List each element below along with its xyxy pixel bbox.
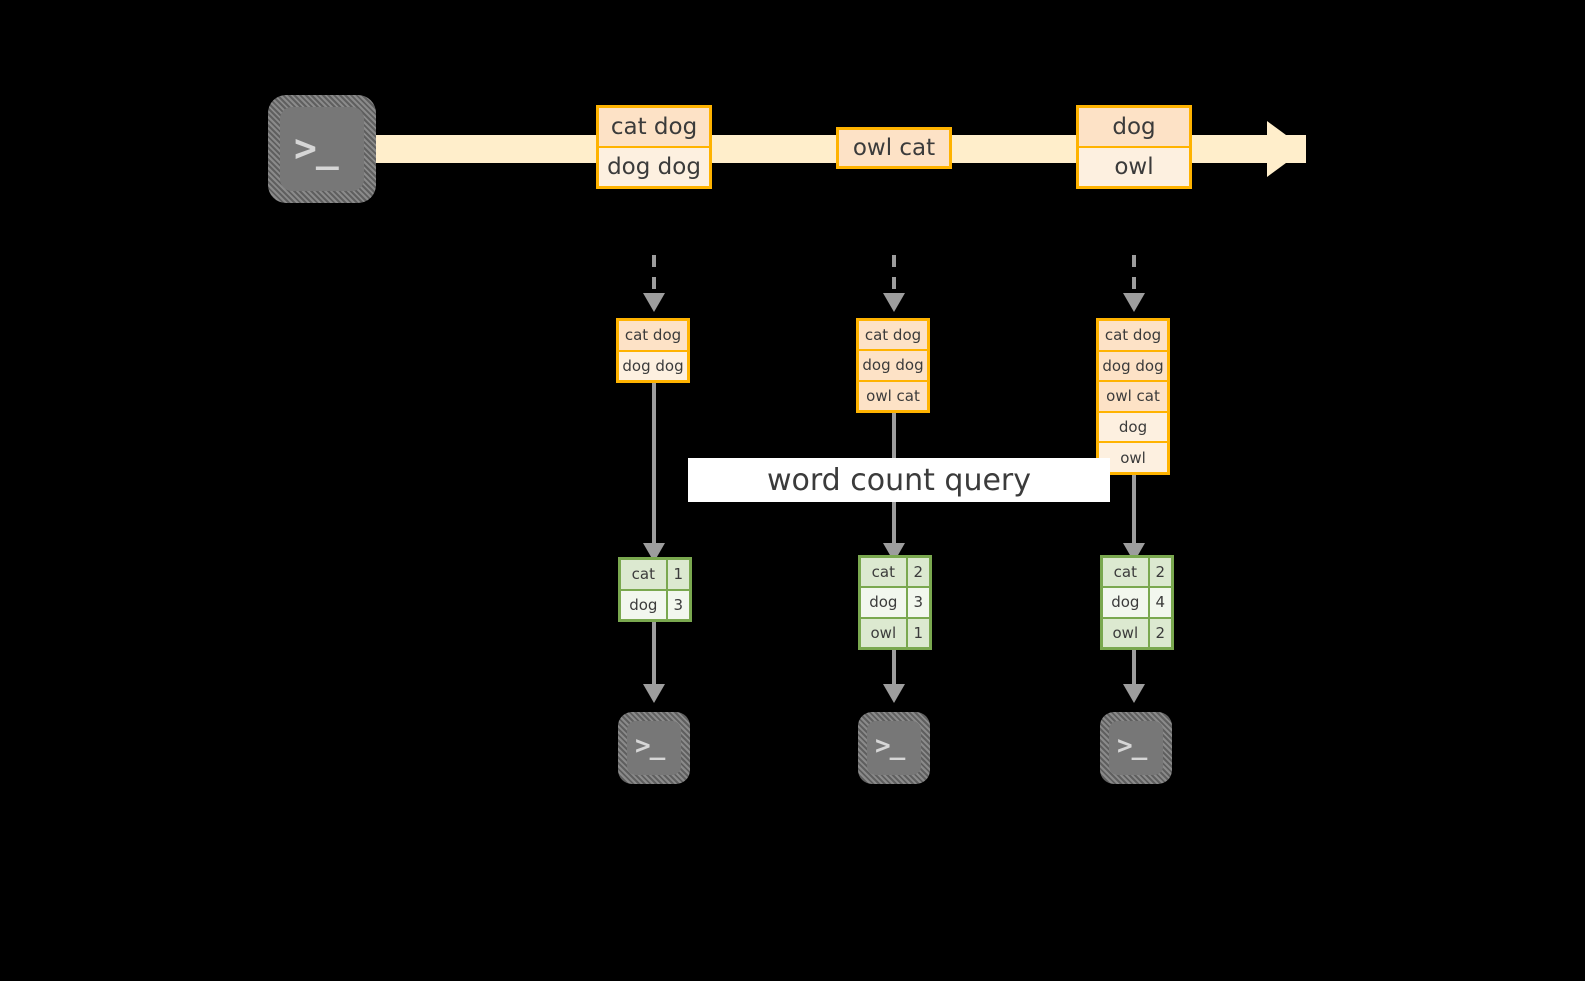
snapshot-line: dog dog <box>619 349 687 380</box>
snapshot-line: dog <box>1099 410 1167 442</box>
stream-to-snapshot-connector-3 <box>1132 255 1136 295</box>
result-row: cat 2 <box>861 558 929 587</box>
snapshot-stack-1: cat dog dog dog <box>616 318 690 383</box>
result-to-sink-arrowhead-2 <box>883 684 905 703</box>
result-row: owl 2 <box>1103 616 1171 647</box>
stream-record-2: owl cat <box>836 127 952 169</box>
result-word: owl <box>861 618 906 647</box>
terminal-prompt-glyph: >_ <box>1117 731 1147 761</box>
result-row: dog 4 <box>1103 586 1171 617</box>
result-to-sink-connector-2 <box>892 650 896 690</box>
result-to-sink-connector-1 <box>652 622 656 690</box>
result-word: cat <box>861 558 906 587</box>
snapshot-line: dog dog <box>859 349 927 380</box>
snapshot-to-result-connector-3 <box>1132 475 1136 551</box>
result-count: 1 <box>905 618 929 647</box>
snapshot-line: dog dog <box>1099 349 1167 381</box>
result-to-sink-arrowhead-1 <box>643 684 665 703</box>
snapshot-line: cat dog <box>859 321 927 350</box>
result-row: dog 3 <box>621 588 689 619</box>
result-to-sink-arrowhead-3 <box>1123 684 1145 703</box>
snapshot-to-result-connector-1 <box>652 383 656 551</box>
result-table-1: cat 1 dog 3 <box>618 557 692 622</box>
stream-record-1: cat dog dog dog <box>596 105 712 189</box>
stream-to-snapshot-connector-2 <box>892 255 896 295</box>
sink-terminal-screen: >_ <box>867 721 921 775</box>
terminal-prompt-glyph: >_ <box>635 731 665 761</box>
snapshot-line: cat dog <box>619 321 687 350</box>
stream-record-line: dog <box>1079 108 1189 146</box>
stream-record-line: owl <box>1079 146 1189 186</box>
query-caption-label: word count query <box>688 458 1110 502</box>
stream-to-snapshot-connector-1 <box>652 255 656 295</box>
sink-terminal-screen: >_ <box>1109 721 1163 775</box>
result-count: 3 <box>665 590 689 619</box>
result-count: 4 <box>1147 588 1171 617</box>
result-row: cat 1 <box>621 560 689 589</box>
result-word: owl <box>1103 618 1148 647</box>
sink-terminal-icon-3[interactable]: >_ <box>1100 712 1172 784</box>
result-count: 1 <box>665 560 689 589</box>
stream-record-3: dog owl <box>1076 105 1192 189</box>
result-word: dog <box>1111 593 1140 612</box>
snapshot-line: owl <box>1099 441 1167 472</box>
result-count: 2 <box>1147 618 1171 647</box>
snapshot-stack-2: cat dog dog dog owl cat <box>856 318 930 413</box>
terminal-prompt-glyph: >_ <box>294 126 339 170</box>
stream-arrow-head <box>1267 121 1305 177</box>
terminal-prompt-glyph: >_ <box>875 731 905 761</box>
result-to-sink-connector-3 <box>1132 650 1136 690</box>
result-row: dog 3 <box>861 586 929 617</box>
result-word: dog <box>869 593 898 612</box>
result-word: cat <box>621 560 666 589</box>
stream-to-snapshot-arrowhead-3 <box>1123 293 1145 312</box>
snapshot-line: cat dog <box>1099 321 1167 350</box>
snapshot-line: owl cat <box>859 379 927 410</box>
result-table-3: cat 2 dog 4 owl 2 <box>1100 555 1174 650</box>
result-count: 2 <box>905 558 929 587</box>
result-row: cat 2 <box>1103 558 1171 587</box>
stream-to-snapshot-arrowhead-1 <box>643 293 665 312</box>
sink-terminal-icon-1[interactable]: >_ <box>618 712 690 784</box>
result-count: 3 <box>905 588 929 617</box>
stream-record-line: dog dog <box>599 146 709 186</box>
result-word: dog <box>629 595 658 614</box>
stream-record-line: cat dog <box>599 108 709 146</box>
result-row: owl 1 <box>861 616 929 647</box>
source-terminal-icon[interactable]: >_ <box>268 95 376 203</box>
source-terminal-screen: >_ <box>280 107 364 191</box>
sink-terminal-icon-2[interactable]: >_ <box>858 712 930 784</box>
result-word: cat <box>1103 558 1148 587</box>
sink-terminal-screen: >_ <box>627 721 681 775</box>
result-count: 2 <box>1147 558 1171 587</box>
snapshot-stack-3: cat dog dog dog owl cat dog owl <box>1096 318 1170 475</box>
snapshot-line: owl cat <box>1099 380 1167 411</box>
result-table-2: cat 2 dog 3 owl 1 <box>858 555 932 650</box>
stream-record-line: owl cat <box>839 130 949 166</box>
stream-to-snapshot-arrowhead-2 <box>883 293 905 312</box>
